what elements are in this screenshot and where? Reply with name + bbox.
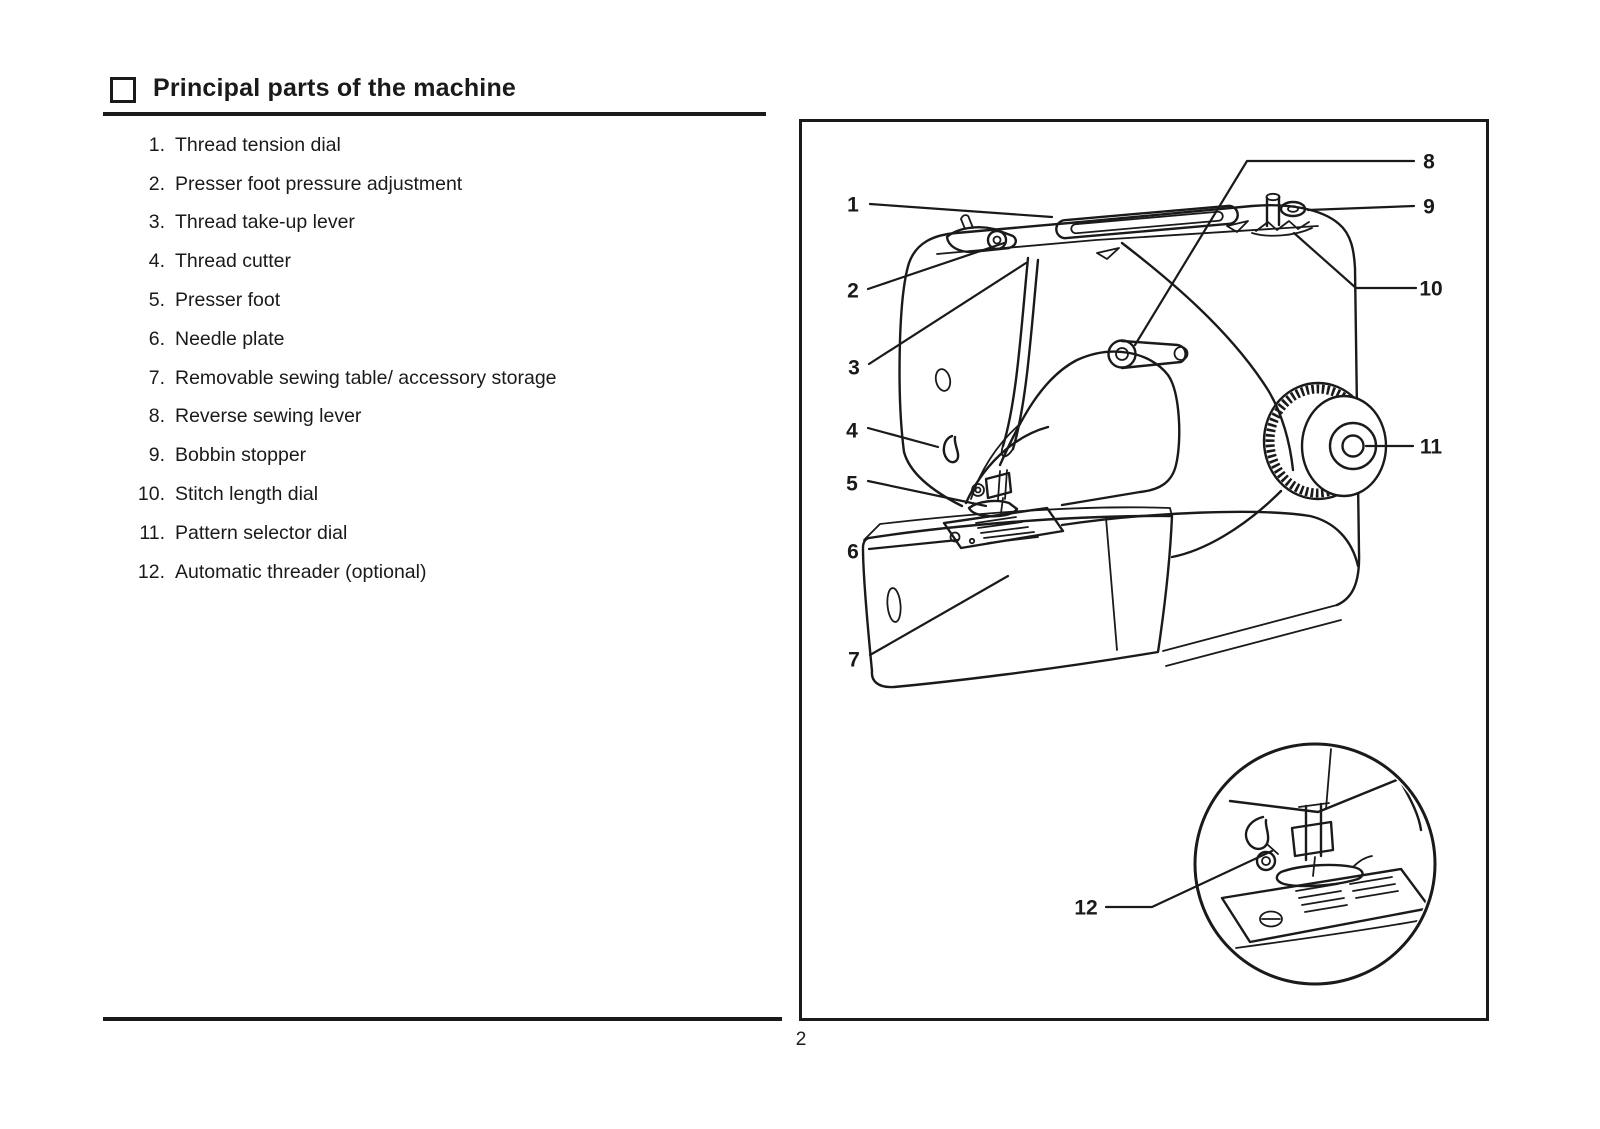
callout-label: 12 xyxy=(1074,897,1097,920)
leader-lines xyxy=(866,159,1418,909)
item-label: Thread tension dial xyxy=(175,133,341,156)
pattern-selector-dial xyxy=(1262,381,1388,501)
callout-label: 9 xyxy=(1423,196,1435,219)
list-item: 4. Thread cutter xyxy=(103,242,763,281)
item-label: Bobbin stopper xyxy=(175,444,307,467)
list-item: 11. Pattern selector dial xyxy=(103,514,763,553)
list-item: 6. Needle plate xyxy=(103,320,763,359)
page-number: 2 xyxy=(795,1029,807,1050)
list-item: 3. Thread take-up lever xyxy=(103,204,763,243)
item-number: 7. xyxy=(148,366,165,389)
section-checkbox-icon xyxy=(110,76,136,103)
bobbin-stopper-assembly xyxy=(1251,192,1313,237)
reverse-sewing-lever xyxy=(1107,339,1189,370)
list-item: 12. Automatic threader (optional) xyxy=(103,553,763,592)
item-number: 1. xyxy=(148,133,165,156)
title-rule xyxy=(103,112,766,116)
item-label: Presser foot pressure adjustment xyxy=(175,172,463,195)
item-label: Thread take-up lever xyxy=(175,211,355,234)
list-item: 10. Stitch length dial xyxy=(103,475,763,514)
presser-foot-area xyxy=(967,469,1019,518)
item-number: 5. xyxy=(148,289,165,312)
inset-detail-circle xyxy=(1193,742,1437,986)
callout-label: 2 xyxy=(847,280,859,303)
page-title: Principal parts of the machine xyxy=(153,74,517,102)
callout-label: 5 xyxy=(846,473,858,496)
needle-plate xyxy=(942,506,1065,550)
item-number: 8. xyxy=(148,405,165,428)
item-number: 11. xyxy=(139,521,165,544)
item-label: Removable sewing table/ accessory storag… xyxy=(175,366,557,389)
callout-label: 6 xyxy=(847,541,859,564)
callout-label: 10 xyxy=(1419,278,1442,301)
callout-label: 4 xyxy=(846,420,858,443)
item-label: Stitch length dial xyxy=(175,483,319,506)
tension-dial-assembly xyxy=(945,214,1017,254)
page-header: Principal parts of the machine xyxy=(103,74,766,116)
item-number: 10. xyxy=(137,483,165,506)
list-item: 1. Thread tension dial xyxy=(103,126,763,165)
callout-label: 8 xyxy=(1423,151,1435,174)
item-label: Needle plate xyxy=(175,327,285,350)
list-item: 9. Bobbin stopper xyxy=(103,436,763,475)
callout-labels: 1 2 3 4 5 6 7 8 9 10 11 12 xyxy=(846,151,1443,920)
item-label: Reverse sewing lever xyxy=(175,405,362,428)
thread-cutter xyxy=(942,434,960,464)
bottom-rule xyxy=(103,1017,782,1021)
sewing-machine-diagram: 1 2 3 4 5 6 7 8 9 10 11 12 xyxy=(846,151,1443,986)
item-number: 2. xyxy=(148,172,165,195)
item-number: 6. xyxy=(148,327,165,350)
list-item: 2. Presser foot pressure adjustment xyxy=(103,165,763,204)
item-number: 12. xyxy=(137,560,165,583)
item-number: 9. xyxy=(148,444,165,467)
item-label: Thread cutter xyxy=(175,250,291,273)
diagram-frame: 1 2 3 4 5 6 7 8 9 10 11 12 xyxy=(799,119,1489,1021)
callout-label: 11 xyxy=(1420,436,1443,459)
list-item: 7. Removable sewing table/ accessory stor… xyxy=(103,359,763,398)
item-number: 3. xyxy=(148,211,165,234)
list-item: 5. Presser foot xyxy=(103,281,763,320)
item-label: Pattern selector dial xyxy=(175,521,348,544)
callout-label: 7 xyxy=(848,649,860,672)
item-number: 4. xyxy=(148,250,165,273)
parts-list: 1. Thread tension dial 2. Presser foot pre… xyxy=(103,126,763,592)
item-label: Automatic threader (optional) xyxy=(175,560,427,583)
machine-illustration xyxy=(861,192,1388,689)
carrying-handle xyxy=(1055,204,1239,240)
removable-sewing-table xyxy=(861,506,1174,689)
callout-label: 3 xyxy=(848,357,860,380)
list-item: 8. Reverse sewing lever xyxy=(103,398,763,437)
callout-label: 1 xyxy=(847,194,859,217)
item-label: Presser foot xyxy=(175,289,281,312)
